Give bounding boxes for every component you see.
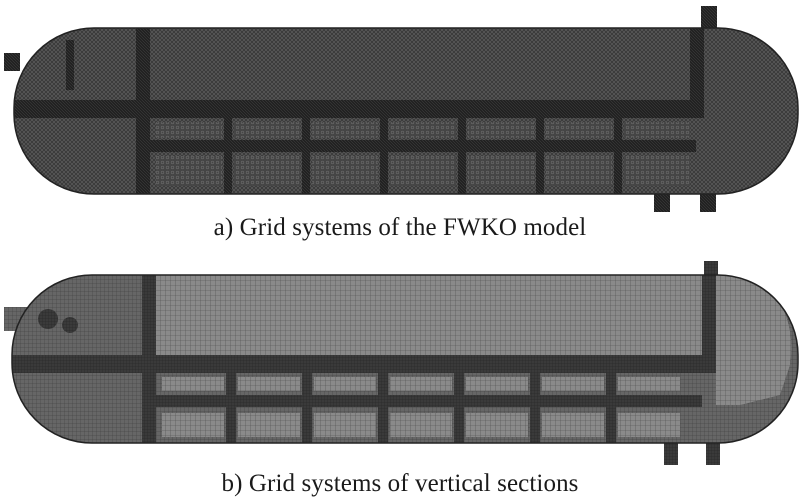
panel-a-fwko-mesh — [0, 0, 800, 214]
baffle-horizontal-upper — [14, 100, 704, 118]
compartment-cells — [156, 122, 690, 186]
inlet-nozzle — [4, 53, 20, 71]
panel-b-section-mesh — [0, 255, 800, 470]
baffle-vertical-right — [690, 28, 704, 118]
caption-b: b) Grid systems of vertical sections — [221, 470, 579, 497]
section-mesh-image — [4, 261, 799, 465]
gas-space-grid — [156, 275, 716, 355]
section-compartments — [162, 377, 680, 437]
section-dividers — [226, 373, 616, 443]
top-outlet-nozzle — [701, 6, 717, 34]
fwko-mesh-image — [4, 6, 799, 212]
caption-a: a) Grid systems of the FWKO model — [213, 214, 587, 241]
inlet-device — [38, 309, 58, 329]
compartment-dividers — [224, 118, 622, 194]
bottom-outlet-section-left — [664, 439, 678, 465]
bottom-outlet-section-right — [706, 439, 720, 465]
baffle-horizontal-lower — [136, 140, 696, 152]
section-baffle-horizontal — [12, 355, 716, 373]
inlet-diverter — [66, 40, 74, 90]
section-baffle-right — [702, 275, 716, 373]
section-baffle-lower — [142, 395, 702, 407]
